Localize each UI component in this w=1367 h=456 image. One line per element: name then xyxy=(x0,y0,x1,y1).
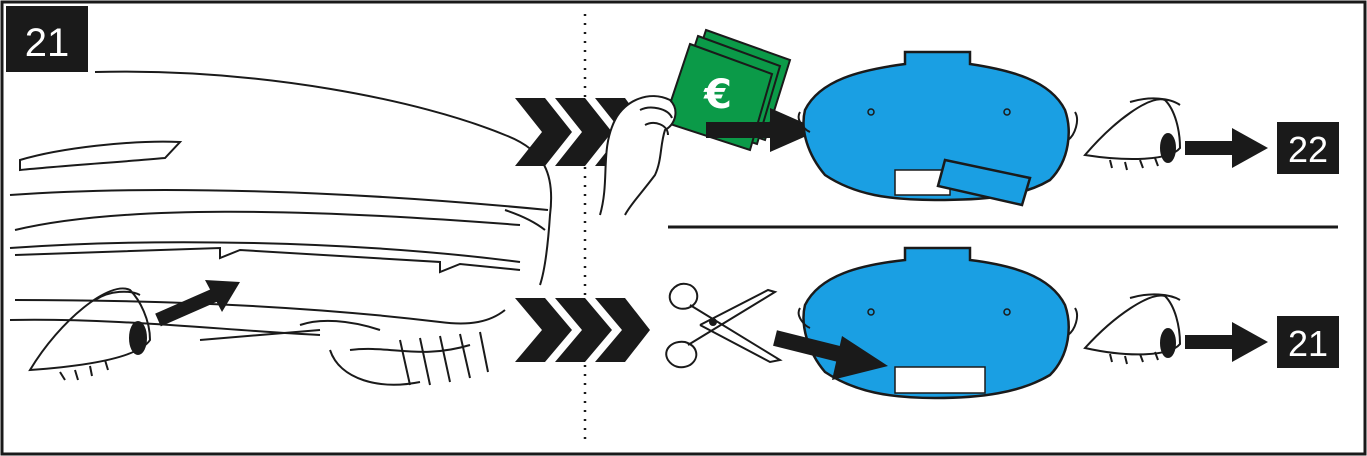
eye-icon xyxy=(1085,98,1180,170)
next-step-number: 22 xyxy=(1288,129,1328,170)
car-rear-illustration xyxy=(10,72,551,385)
eye-icon xyxy=(1085,294,1180,364)
currency-symbol: € xyxy=(703,72,732,118)
arrow-icon xyxy=(1232,128,1268,168)
next-step-number: 21 xyxy=(1288,323,1328,364)
arrow-icon xyxy=(158,295,215,320)
step-badge: 21 xyxy=(6,6,88,72)
arrow-icon xyxy=(1232,322,1268,362)
step-number: 21 xyxy=(25,21,70,65)
cover-part-top xyxy=(799,52,1077,205)
next-step-badge-cut: 21 xyxy=(1277,316,1339,368)
next-step-badge-paid: 22 xyxy=(1277,122,1339,174)
chevron-icon xyxy=(515,298,650,362)
scissors-icon xyxy=(666,284,780,367)
